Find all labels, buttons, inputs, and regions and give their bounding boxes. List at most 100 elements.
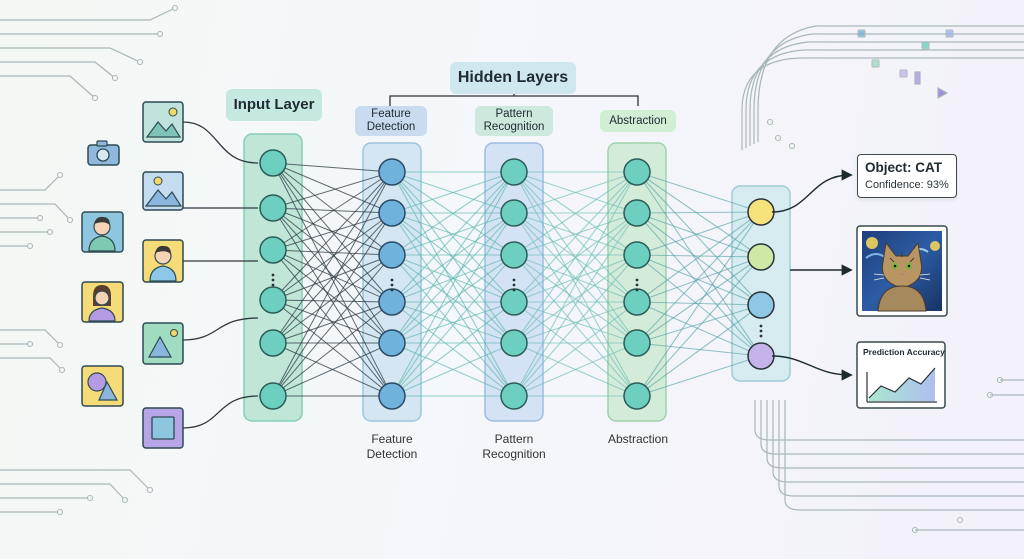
circuit-pad [56, 508, 64, 516]
object-title: Object: CAT [865, 160, 942, 175]
connection-line [513, 171, 638, 397]
input-layer-title-text: Input Layer [233, 95, 315, 113]
circuit-pad [91, 94, 99, 102]
circuit-pad [56, 341, 64, 349]
circuit-pad [121, 496, 129, 504]
output-node [747, 198, 775, 226]
connection-line [636, 171, 762, 357]
pattern-node [500, 158, 528, 186]
connection-line [272, 254, 393, 397]
feature-node [378, 329, 406, 357]
connection-line [272, 171, 393, 344]
connection-line [636, 256, 762, 344]
connection-line [636, 211, 762, 397]
decor-square [945, 29, 954, 38]
connection-line [636, 211, 762, 256]
connection-line [272, 342, 393, 397]
circuit-pad [111, 74, 119, 82]
ellipsis-dot [759, 334, 763, 338]
feature-node [378, 158, 406, 186]
circuit-pad [36, 214, 44, 222]
connection-line [513, 171, 638, 214]
connection-line [272, 171, 393, 209]
circuit-trace [0, 7, 176, 21]
connection-line [272, 212, 393, 397]
ellipsis-dot [390, 278, 394, 282]
connection-line [391, 254, 515, 344]
circuit-pad [56, 171, 64, 179]
input-layer-title: Input Layer [226, 89, 322, 121]
circuit-pad [46, 228, 54, 236]
connection-line [636, 171, 762, 213]
decor-square [899, 69, 908, 78]
circuit-trace [778, 400, 1024, 497]
connection-line [272, 162, 393, 173]
connection-line [636, 304, 762, 344]
prediction-accuracy-title: Prediction Accuracy [863, 347, 945, 357]
circuit-trace [754, 400, 1024, 441]
circuit-trace [0, 61, 116, 79]
person-man-icon [142, 239, 184, 283]
ellipsis-dot [759, 324, 763, 328]
circuit-trace [0, 203, 71, 221]
circuit-decoration [0, 4, 1024, 534]
circuit-pad [766, 118, 774, 126]
mountain-image-icon [142, 171, 184, 211]
landscape-image-icon [142, 101, 184, 143]
connection-line [272, 171, 393, 301]
connection-line [513, 212, 638, 397]
circuit-pad [146, 486, 154, 494]
connection-line [513, 212, 638, 256]
connection-line [272, 249, 393, 303]
ellipsis-dot [390, 288, 394, 292]
connection-line [513, 254, 638, 344]
feature-node [378, 199, 406, 227]
circuit-pad [26, 340, 34, 348]
connection-line [272, 162, 393, 214]
pattern-recognition-caption: Pattern Recognition [482, 432, 546, 461]
connection-line [636, 301, 762, 357]
circuit-trace [760, 400, 1024, 455]
pattern-node [500, 199, 528, 227]
pattern-node [500, 329, 528, 357]
connection-line [636, 342, 762, 357]
circuit-trace [0, 469, 151, 491]
input-connector [182, 121, 259, 164]
person-woman-icon [81, 281, 124, 323]
connection-line [272, 301, 393, 397]
circuit-pad [136, 58, 144, 66]
circuit-trace [757, 25, 1024, 142]
circuit-pad [86, 494, 94, 502]
prediction-chart [856, 341, 946, 409]
circuit-pad [58, 366, 66, 374]
connection-line [636, 254, 762, 258]
feature-detection-tag-text: Feature Detection [366, 108, 416, 133]
output-node [747, 342, 775, 370]
ellipsis-dot [635, 283, 639, 287]
connection-line [272, 212, 393, 251]
connection-line [636, 212, 762, 357]
triangle-image-icon [142, 322, 184, 365]
ellipsis-dot [759, 329, 763, 333]
connection-line [391, 212, 515, 397]
circuit-pad [66, 216, 74, 224]
circuit-pad [171, 4, 179, 12]
pattern-node [500, 288, 528, 316]
decor-square [921, 41, 930, 50]
connection-line [391, 212, 515, 344]
connection-line [636, 256, 762, 397]
object-result-card: Object: CAT Confidence: 93% [857, 154, 957, 198]
abstraction-tag: Abstraction [600, 110, 676, 132]
accuracy-line [868, 367, 936, 399]
connection-line [272, 212, 393, 301]
circuit-trace [741, 57, 1024, 150]
cat-painting-image [856, 225, 948, 317]
square-image-icon [142, 407, 184, 449]
connection-line [272, 207, 393, 303]
feature-detection-caption: Feature Detection [366, 432, 418, 461]
connection-line [272, 249, 393, 256]
camera-icon [87, 140, 120, 166]
connection-line [513, 212, 638, 344]
connection-line [272, 162, 393, 256]
confidence-text: Confidence: 93% [865, 179, 949, 191]
